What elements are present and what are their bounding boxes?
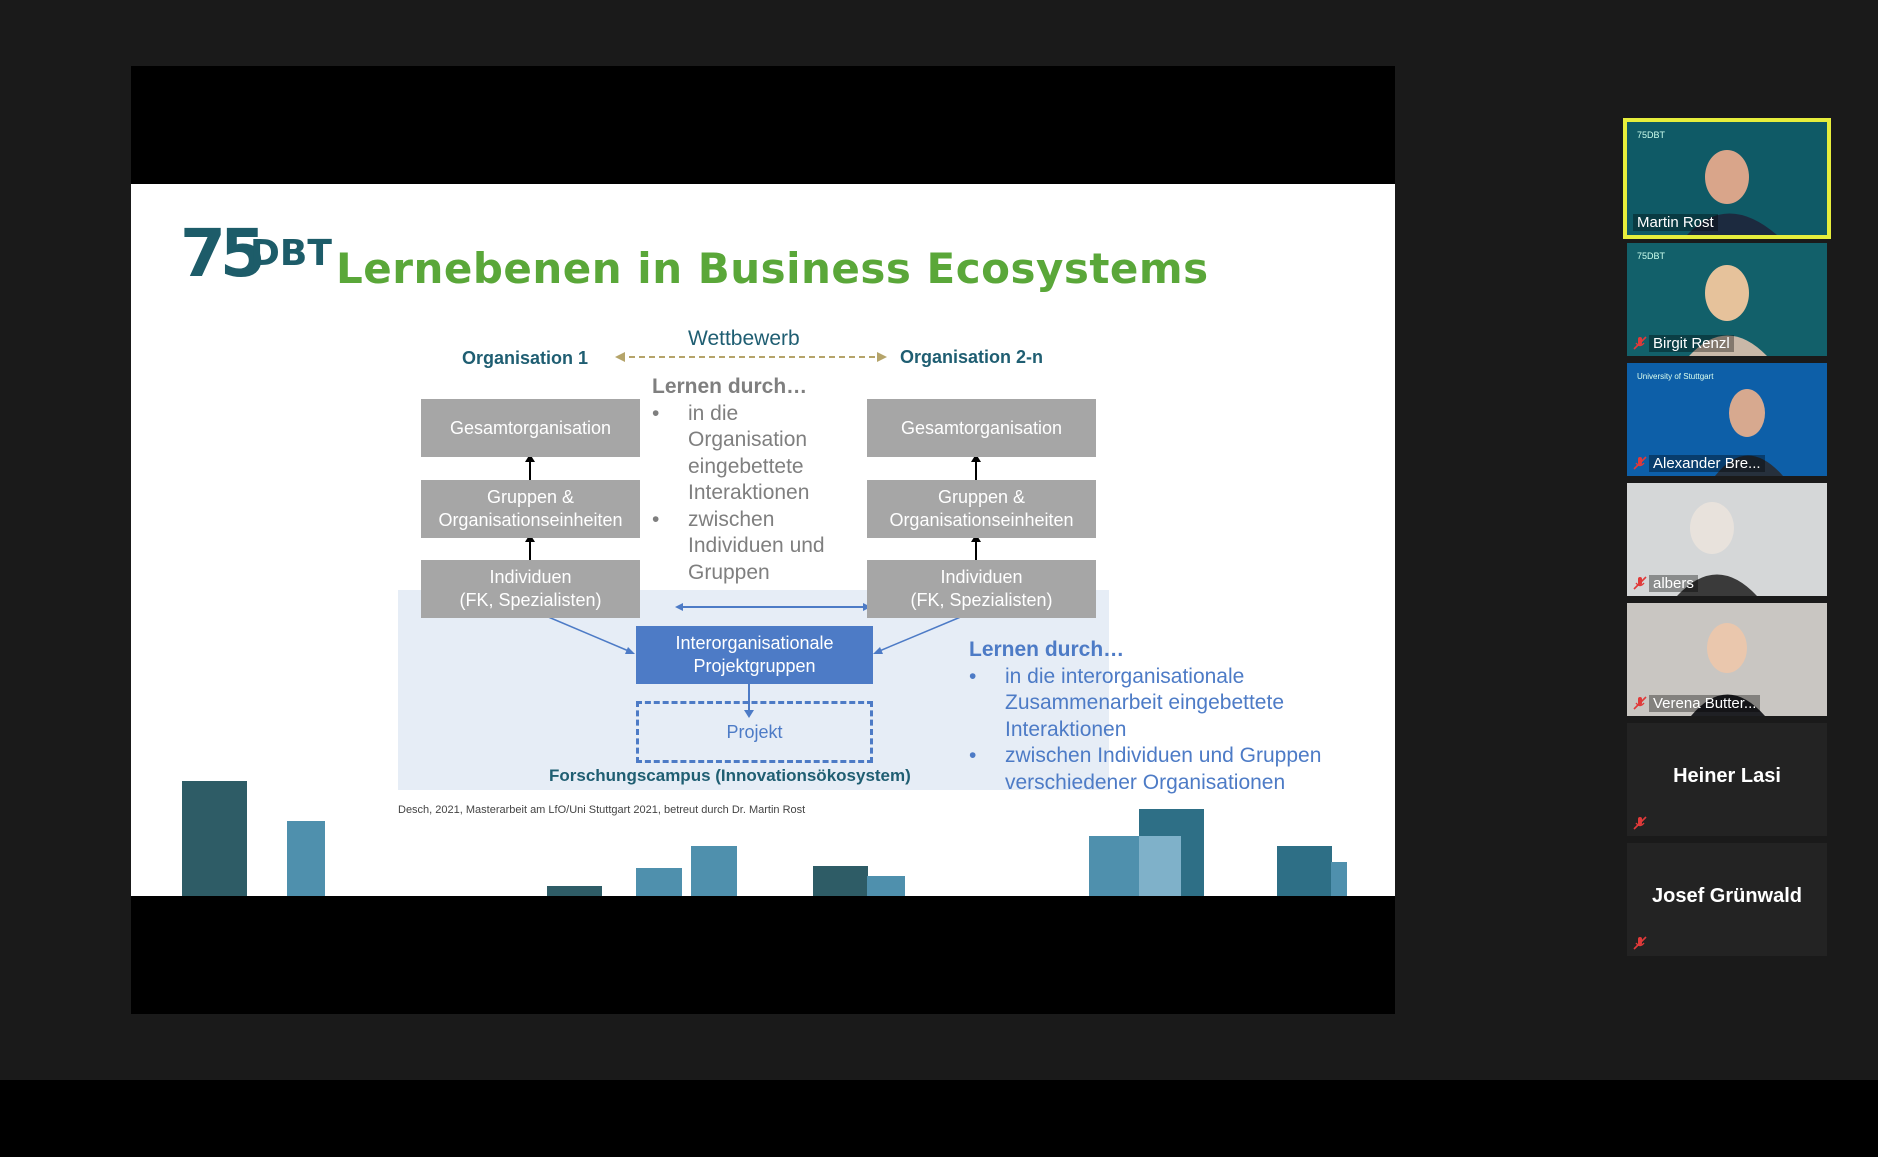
- svg-text:University of Stuttgart: University of Stuttgart: [1637, 372, 1714, 381]
- interorganisational-project-groups-box: Interorganisationale Projektgruppen: [636, 626, 873, 684]
- mic-off-icon: [1633, 456, 1647, 470]
- participant-tile-martin-rost[interactable]: 75DBT Martin Rost: [1623, 118, 1831, 239]
- deco-bar: [1331, 862, 1347, 896]
- presentation-slide: 75 DBT Lernebenen in Business Ecosystems…: [131, 184, 1395, 896]
- diag-left-head: [625, 647, 635, 654]
- arrow-left-2-up: [525, 534, 535, 542]
- deco-bar: [1139, 836, 1181, 896]
- mic-off-icon: [1633, 936, 1647, 950]
- deco-bar: [547, 886, 602, 896]
- mic-off-icon: [1633, 336, 1647, 350]
- diagram-connectors: [182, 352, 1347, 896]
- center-project-head: [744, 710, 754, 718]
- participant-tile-albers[interactable]: albers: [1627, 483, 1827, 596]
- participant-name: Alexander Bre...: [1649, 455, 1765, 472]
- campus-label: Forschungscampus (Innovationsökosystem): [549, 766, 911, 785]
- competition-label: Wettbewerb: [688, 327, 800, 350]
- svg-text:75DBT: 75DBT: [1637, 130, 1666, 140]
- video-feed: [1627, 603, 1827, 716]
- org2-gesamtorganisation-box: Gesamtorganisation: [867, 399, 1096, 457]
- video-feed: University of Stuttgart: [1627, 363, 1827, 476]
- dbt-logo: 75 DBT: [180, 215, 332, 292]
- svg-text:75DBT: 75DBT: [1637, 251, 1666, 261]
- org2-individuen-box: Individuen (FK, Spezialisten): [867, 560, 1096, 618]
- arrow-left-1-up: [525, 454, 535, 462]
- arrow-right-1-up: [971, 454, 981, 462]
- diag-right-head: [873, 647, 883, 654]
- deco-bar: [1089, 836, 1141, 896]
- org2-gruppen-box: Gruppen & Organisationseinheiten: [867, 480, 1096, 538]
- participant-name: Josef Grünwald: [1651, 885, 1803, 907]
- deco-bar: [691, 846, 737, 896]
- participant-tile-verena[interactable]: Verena Butter...: [1627, 603, 1827, 716]
- learning-bullet: in die interorganisationale Zusammenarbe…: [969, 664, 1321, 744]
- shared-screen: 75 DBT Lernebenen in Business Ecosystems…: [131, 66, 1395, 1014]
- participant-tile-heiner-lasi[interactable]: Heiner Lasi: [1627, 723, 1827, 836]
- arrow-right-2-up: [971, 534, 981, 542]
- bottom-bar: [0, 1080, 1878, 1157]
- project-box: Projekt: [636, 701, 873, 763]
- org1-gesamtorganisation-box: Gesamtorganisation: [421, 399, 640, 457]
- mic-off-icon: [1633, 576, 1647, 590]
- participant-name: Martin Rost: [1633, 214, 1718, 231]
- diag-left: [545, 615, 632, 653]
- learning-bullet: in die Organisation eingebettete Interak…: [652, 401, 825, 507]
- mic-off-icon: [1633, 816, 1647, 830]
- participant-name: Birgit Renzl: [1649, 335, 1734, 352]
- slide-title: Lernebenen in Business Ecosystems: [336, 244, 1209, 293]
- learning-text-organisation: Lernen durch… in die Organisation eingeb…: [652, 374, 825, 586]
- participant-name: albers: [1649, 575, 1698, 592]
- individuals-link-left: [675, 603, 683, 611]
- citation: Desch, 2021, Masterarbeit am LfO/Uni Stu…: [398, 804, 806, 816]
- org1-individuen-box: Individuen (FK, Spezialisten): [421, 560, 640, 618]
- org2-label: Organisation 2-n: [900, 347, 1044, 367]
- mic-off-icon: [1633, 696, 1647, 710]
- video-feed: 75DBT: [1627, 122, 1827, 235]
- video-feed: 75DBT: [1627, 243, 1827, 356]
- deco-bar: [867, 876, 905, 896]
- arrow-head-left: [615, 352, 625, 362]
- participant-tile-josef-gruenwald[interactable]: Josef Grünwald: [1627, 843, 1827, 956]
- participant-tile-birgit-renzl[interactable]: 75DBT Birgit Renzl: [1627, 243, 1827, 356]
- participant-name: Heiner Lasi: [1673, 765, 1781, 787]
- deco-bar: [1277, 846, 1332, 896]
- learning-text-interorganisational: Lernen durch… in die interorganisational…: [969, 637, 1321, 796]
- participant-name: Verena Butter...: [1649, 695, 1761, 712]
- deco-bar: [182, 781, 247, 896]
- participant-tile-alexander[interactable]: University of Stuttgart Alexander Bre...: [1627, 363, 1827, 476]
- org1-label: Organisation 1: [462, 348, 589, 368]
- deco-bar: [813, 866, 868, 896]
- learning-bullet: zwischen Individuen und Gruppen verschie…: [969, 743, 1321, 796]
- learning-bullet: zwischen Individuen und Gruppen: [652, 507, 825, 587]
- video-feed: [1627, 483, 1827, 596]
- diag-right: [876, 615, 964, 653]
- arrow-head-right: [877, 352, 887, 362]
- deco-bar: [636, 868, 682, 896]
- deco-bar: [287, 821, 325, 896]
- org1-gruppen-box: Gruppen & Organisationseinheiten: [421, 480, 640, 538]
